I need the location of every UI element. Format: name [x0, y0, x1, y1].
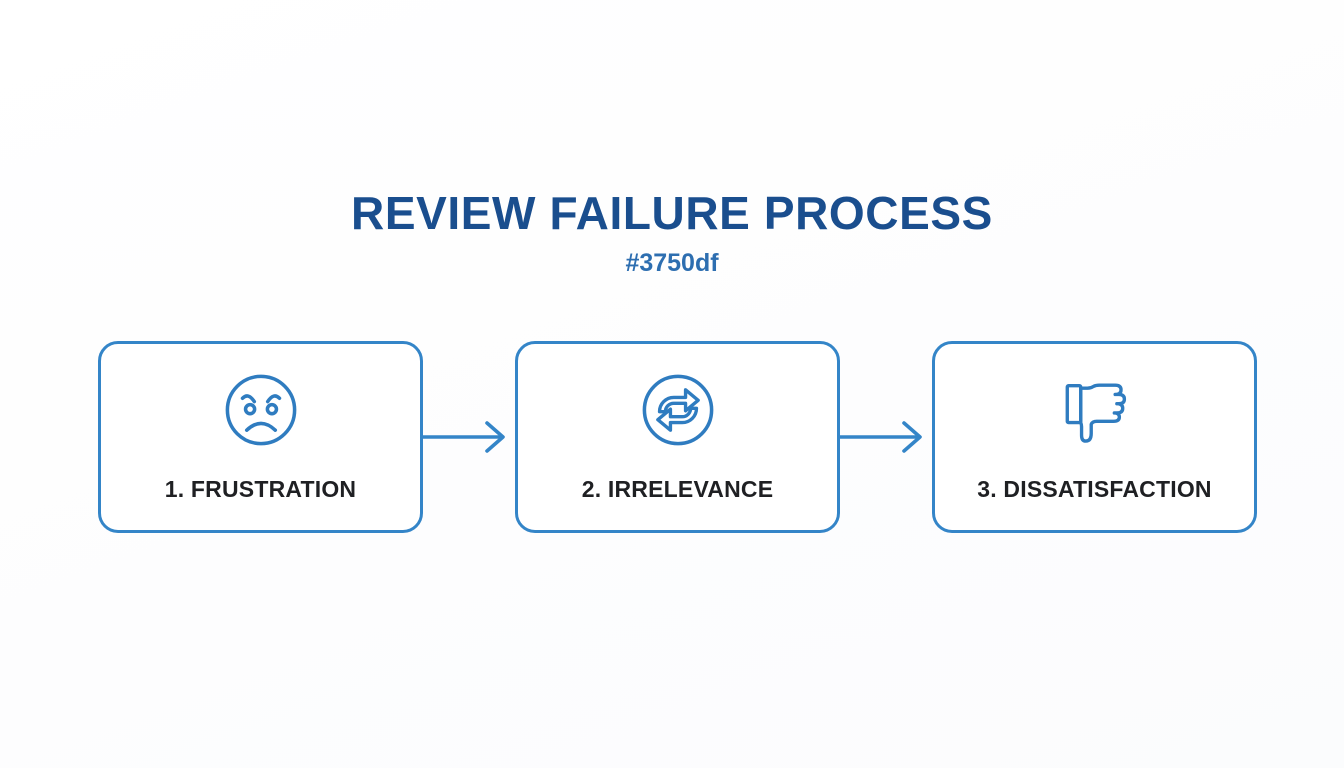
process-step-label-3: 3. DISSATISFACTION	[977, 476, 1212, 502]
header: REVIEW FAILURE PROCESS #3750df	[0, 186, 1344, 278]
connector-1	[423, 417, 515, 457]
page-subtitle: #3750df	[625, 249, 719, 277]
arrow-right-icon	[423, 421, 505, 453]
process-step-label-1: 1. FRUSTRATION	[164, 476, 357, 502]
refresh-cycle-icon	[642, 374, 713, 446]
thumbs-down-icon	[1065, 383, 1126, 443]
connector-2	[840, 417, 932, 457]
process-flow: 1. FRUSTRATION 2. IRRELEVANCE	[98, 340, 1257, 534]
process-step-card-3[interactable]: 3. DISSATISFACTION	[932, 341, 1257, 533]
sad-face-icon	[225, 374, 296, 446]
process-step-label-2: 2. IRRELEVANCE	[581, 476, 774, 502]
process-step-card-1[interactable]: 1. FRUSTRATION	[98, 341, 423, 533]
process-step-card-2[interactable]: 2. IRRELEVANCE	[515, 341, 840, 533]
arrow-right-icon	[840, 421, 922, 453]
page-title: REVIEW FAILURE PROCESS	[351, 187, 993, 239]
